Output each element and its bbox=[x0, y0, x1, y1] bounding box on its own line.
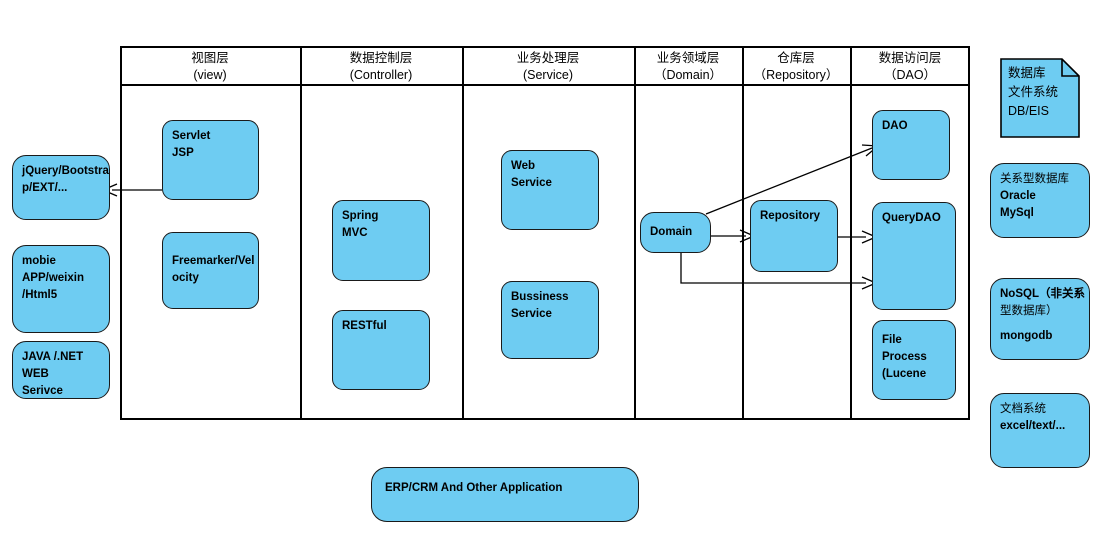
node-file-process[interactable]: File Process (Lucene bbox=[872, 320, 956, 400]
storage-box-nosql[interactable]: NoSQL（非关系 型数据库） mongodb bbox=[990, 278, 1090, 360]
node-erp-crm-line-0: ERP/CRM And Other Application bbox=[385, 482, 563, 494]
column-header-repository-en: （Repository） bbox=[753, 68, 839, 82]
node-web-service-line-0: Web bbox=[511, 160, 536, 172]
column-header-domain: 业务领域层 （Domain） bbox=[636, 50, 740, 84]
client-box-mobile-line-0: mobie bbox=[22, 255, 56, 267]
node-freemarker-velocity-line-1: ocity bbox=[172, 272, 199, 284]
node-domain-line-0: Domain bbox=[650, 226, 693, 238]
node-erp-crm[interactable]: ERP/CRM And Other Application bbox=[371, 467, 639, 522]
node-web-service-line-1: Service bbox=[511, 177, 552, 189]
node-file-process-line-1: Process bbox=[882, 351, 927, 363]
node-servlet-jsp-line-0: Servlet bbox=[172, 130, 211, 142]
layer-table-header-rule bbox=[120, 84, 970, 86]
note-database-filesystem[interactable]: 数据库 文件系统 DB/EIS bbox=[1000, 58, 1080, 138]
storage-box-nosql-line-0: NoSQL（非关系 bbox=[1000, 288, 1085, 300]
storage-box-docfs-line-1: excel/text/... bbox=[1000, 420, 1066, 432]
client-box-service[interactable]: JAVA /.NET WEB Serivce bbox=[12, 341, 110, 399]
column-divider-4 bbox=[742, 46, 744, 420]
node-domain[interactable]: Domain bbox=[640, 212, 711, 253]
node-bussiness-service-line-1: Service bbox=[511, 308, 552, 320]
client-box-service-line-0: JAVA /.NET bbox=[22, 351, 84, 363]
client-box-web-line-1: p/EXT/... bbox=[22, 182, 68, 194]
storage-box-docfs[interactable]: 文档系统 excel/text/... bbox=[990, 393, 1090, 468]
column-header-controller-en: (Controller) bbox=[349, 68, 413, 82]
node-query-dao[interactable]: QueryDAO bbox=[872, 202, 956, 310]
node-query-dao-line-0: QueryDAO bbox=[882, 212, 941, 224]
column-header-repository-cn: 仓库层 bbox=[777, 51, 815, 65]
client-box-service-line-1: WEB bbox=[22, 368, 49, 380]
node-servlet-jsp-line-1: JSP bbox=[172, 147, 194, 159]
node-repository[interactable]: Repository bbox=[750, 200, 838, 272]
node-restful-line-0: RESTful bbox=[342, 320, 387, 332]
column-header-service-cn: 业务处理层 bbox=[516, 51, 580, 65]
storage-box-rdbms-line-0: 关系型数据库 bbox=[1000, 173, 1069, 185]
node-restful[interactable]: RESTful bbox=[332, 310, 430, 390]
note-database-filesystem-line-0: 数据库 bbox=[1008, 66, 1046, 80]
note-database-filesystem-text: 数据库 文件系统 DB/EIS bbox=[1000, 58, 1080, 121]
column-divider-2 bbox=[462, 46, 464, 420]
node-file-process-line-2: (Lucene bbox=[882, 368, 927, 380]
storage-box-nosql-line-2 bbox=[1000, 320, 1080, 328]
node-dao[interactable]: DAO bbox=[872, 110, 950, 180]
client-box-mobile[interactable]: mobie APP/weixin /Html5 bbox=[12, 245, 110, 333]
column-header-controller-cn: 数据控制层 bbox=[349, 51, 413, 65]
column-header-service-en: (Service) bbox=[522, 68, 573, 82]
note-database-filesystem-line-1: 文件系统 bbox=[1008, 85, 1059, 99]
column-header-domain-cn: 业务领域层 bbox=[656, 51, 720, 65]
storage-box-rdbms-line-2: MySql bbox=[1000, 207, 1034, 219]
column-header-dao-cn: 数据访问层 bbox=[878, 51, 942, 65]
column-divider-3 bbox=[634, 46, 636, 420]
column-divider-5 bbox=[850, 46, 852, 420]
column-header-view-cn: 视图层 bbox=[191, 51, 229, 65]
node-web-service[interactable]: Web Service bbox=[501, 150, 599, 230]
client-box-mobile-line-2: /Html5 bbox=[22, 289, 58, 301]
node-freemarker-velocity-line-0: Freemarker/Vel bbox=[172, 255, 255, 267]
client-box-mobile-line-1: APP/weixin bbox=[22, 272, 84, 284]
node-repository-line-0: Repository bbox=[760, 210, 821, 222]
client-box-web[interactable]: jQuery/Bootstra p/EXT/... bbox=[12, 155, 110, 220]
note-database-filesystem-line-2: DB/EIS bbox=[1008, 104, 1049, 118]
column-header-controller: 数据控制层 (Controller) bbox=[302, 50, 460, 84]
storage-box-nosql-line-1: 型数据库） bbox=[1000, 305, 1058, 317]
column-header-domain-en: （Domain） bbox=[653, 68, 723, 82]
client-box-web-line-0: jQuery/Bootstra bbox=[22, 165, 109, 177]
storage-box-rdbms-line-1: Oracle bbox=[1000, 190, 1036, 202]
column-header-service: 业务处理层 (Service) bbox=[464, 50, 632, 84]
column-header-view: 视图层 (view) bbox=[122, 50, 298, 84]
node-dao-line-0: DAO bbox=[882, 120, 908, 132]
node-spring-mvc-line-0: Spring bbox=[342, 210, 379, 222]
column-header-dao-en: （DAO） bbox=[883, 68, 937, 82]
note-folded-corner-icon bbox=[1000, 58, 1080, 138]
node-freemarker-velocity[interactable]: Freemarker/Vel ocity bbox=[162, 232, 259, 309]
node-spring-mvc[interactable]: Spring MVC bbox=[332, 200, 430, 281]
column-header-repository: 仓库层 （Repository） bbox=[744, 50, 848, 84]
node-spring-mvc-line-1: MVC bbox=[342, 227, 368, 239]
storage-box-rdbms[interactable]: 关系型数据库 Oracle MySql bbox=[990, 163, 1090, 238]
storage-box-nosql-line-3: mongodb bbox=[1000, 330, 1053, 342]
node-bussiness-service-line-0: Bussiness bbox=[511, 291, 569, 303]
column-header-view-en: (view) bbox=[193, 68, 227, 82]
column-divider-1 bbox=[300, 46, 302, 420]
client-box-service-line-2: Serivce bbox=[22, 385, 63, 397]
node-servlet-jsp[interactable]: Servlet JSP bbox=[162, 120, 259, 200]
node-file-process-line-0: File bbox=[882, 334, 902, 346]
storage-box-docfs-line-0: 文档系统 bbox=[1000, 403, 1046, 415]
node-bussiness-service[interactable]: Bussiness Service bbox=[501, 281, 599, 359]
column-header-dao: 数据访问层 （DAO） bbox=[852, 50, 968, 84]
